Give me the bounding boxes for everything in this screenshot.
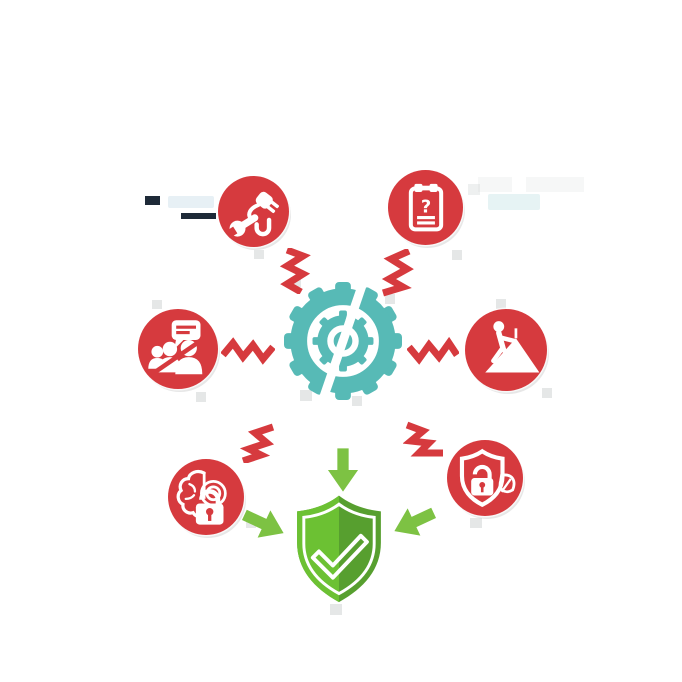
zigzag-arrow-people-to-gear bbox=[221, 337, 275, 365]
artifact-pixel bbox=[300, 390, 312, 401]
node-mountain-climbing bbox=[465, 309, 547, 391]
node-power-connection bbox=[218, 176, 289, 247]
artifact-pixel bbox=[152, 300, 162, 309]
green-arrow-down-icon bbox=[327, 448, 359, 492]
gear-split-icon bbox=[284, 276, 402, 406]
artifact-pixel bbox=[196, 392, 206, 402]
artifact-pixel bbox=[478, 177, 512, 192]
node-protection-verified bbox=[291, 492, 387, 609]
shield-lock-leaf-icon bbox=[459, 448, 516, 508]
artifact-pixel bbox=[468, 184, 480, 195]
hiker-mountain-icon bbox=[485, 321, 540, 373]
artifact-pixel bbox=[352, 396, 362, 406]
zigzag-arrow-plug-to-gear bbox=[279, 248, 311, 294]
artifact-dash bbox=[181, 213, 216, 219]
zigzag-arrow-hiker-to-gear bbox=[407, 336, 459, 365]
shield-check-icon bbox=[297, 495, 381, 603]
node-eco-security bbox=[447, 440, 523, 516]
artifact-pixel bbox=[542, 388, 552, 398]
artifact-smudge bbox=[488, 194, 540, 210]
green-arrow-left-to-shield-icon bbox=[241, 509, 284, 538]
zigzag-arrow-brain-to-gear bbox=[239, 423, 275, 463]
artifact-pixel bbox=[526, 177, 584, 192]
clipboard-question-icon: ? bbox=[408, 183, 443, 231]
brain-lock-icon bbox=[176, 469, 227, 525]
plug-wrench-icon bbox=[225, 191, 279, 238]
artifact-pixel bbox=[254, 250, 264, 259]
green-arrow-right-to-shield-icon bbox=[394, 507, 437, 536]
artifact-pixel bbox=[452, 250, 462, 260]
people-chat-slash-icon bbox=[148, 320, 203, 375]
artifact-pixel bbox=[330, 604, 342, 615]
artifact-smudge bbox=[168, 196, 214, 208]
node-people-communication bbox=[138, 309, 218, 389]
node-checklist-question: ? bbox=[388, 170, 463, 245]
artifact-dash bbox=[145, 196, 160, 205]
zigzag-arrow-clipboard-to-gear bbox=[381, 249, 414, 297]
node-process-gear bbox=[282, 276, 404, 406]
artifact-pixel bbox=[496, 299, 506, 309]
zigzag-arrow-gear-to-ecosecurity bbox=[403, 421, 443, 457]
artifact-pixel bbox=[470, 518, 482, 528]
question-glyph: ? bbox=[420, 196, 430, 217]
node-mind-security bbox=[168, 459, 244, 535]
artifact-pixel bbox=[385, 294, 395, 304]
